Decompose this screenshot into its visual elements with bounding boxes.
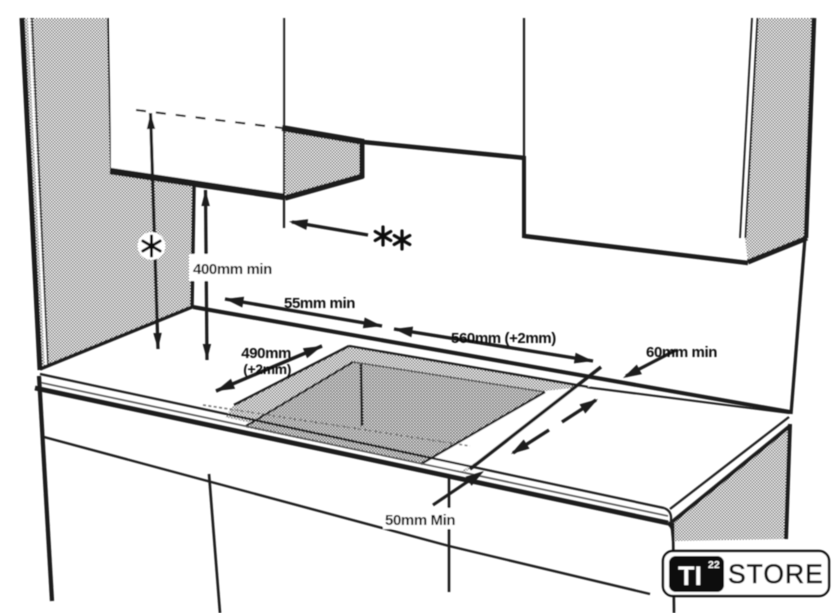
svg-text:55mm min: 55mm min [284,295,355,312]
svg-text:50mm Min: 50mm Min [385,512,455,529]
svg-text:TI: TI [678,561,702,591]
svg-text:60mm min: 60mm min [646,344,717,361]
svg-text:(+2mm): (+2mm) [243,361,291,377]
svg-text:490mm: 490mm [241,345,291,362]
svg-text:400mm min: 400mm min [193,261,272,278]
svg-text:22: 22 [708,559,720,571]
svg-text:560mm (+2mm): 560mm (+2mm) [451,330,556,347]
svg-text:STORE: STORE [728,559,824,589]
